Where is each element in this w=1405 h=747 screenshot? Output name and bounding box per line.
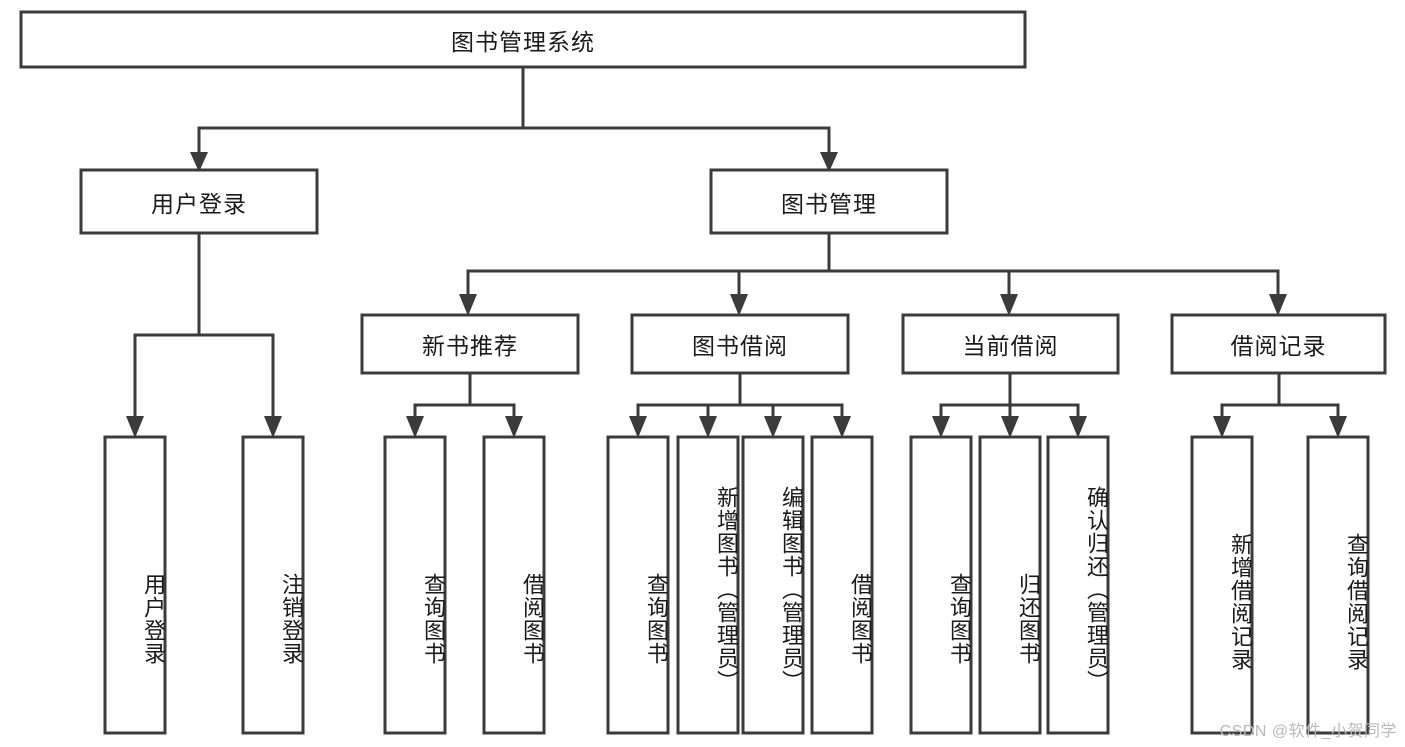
node-box-book-mgmt[interactable] (709, 168, 949, 235)
node-box-root[interactable] (19, 10, 1027, 69)
arrow-head-icon (833, 416, 851, 438)
node-box-borrow-record[interactable] (1170, 313, 1387, 375)
arrow-head-icon (1329, 416, 1347, 438)
leaf-box-user-login-0[interactable] (103, 435, 167, 735)
leaf-box-book-borrow-1[interactable] (676, 435, 740, 735)
connector-group-user-login (126, 231, 282, 438)
leaf-box-borrow-record-0[interactable] (1190, 435, 1254, 735)
leaf-box-user-login-1[interactable] (241, 435, 305, 735)
arrow-head-icon (505, 416, 523, 438)
arrow-head-icon (820, 152, 838, 172)
connector-group-book-mgmt (459, 231, 1287, 316)
arrow-head-icon (264, 416, 282, 438)
arrow-head-icon (1001, 416, 1019, 438)
arrow-head-icon (1213, 416, 1231, 438)
leaf-box-new-book-1[interactable] (482, 435, 546, 735)
arrow-head-icon (1269, 294, 1287, 316)
arrow-head-icon (190, 152, 208, 172)
arrow-head-icon (459, 294, 477, 316)
connector-group-borrow-record (1213, 371, 1347, 438)
leaf-box-book-borrow-3[interactable] (810, 435, 874, 735)
csdn-watermark: CSDN @软件_小贺同学 (1219, 723, 1397, 740)
leaf-box-current-borrow-1[interactable] (978, 435, 1042, 735)
arrow-head-icon (406, 416, 424, 438)
leaf-box-current-borrow-2[interactable] (1046, 435, 1110, 735)
arrow-head-icon (730, 294, 748, 316)
leaf-box-borrow-record-1[interactable] (1306, 435, 1370, 735)
arrow-head-icon (126, 416, 144, 438)
node-box-new-book[interactable] (360, 313, 580, 375)
node-box-book-borrow[interactable] (630, 313, 850, 375)
connector-group-book-borrow (629, 371, 851, 438)
connector-group-new-book (406, 371, 523, 438)
arrow-head-icon (764, 416, 782, 438)
leaf-box-current-borrow-0[interactable] (909, 435, 973, 735)
leaf-box-new-book-0[interactable] (383, 435, 447, 735)
leaf-box-book-borrow-0[interactable] (606, 435, 670, 735)
arrow-head-icon (629, 416, 647, 438)
node-box-user-login[interactable] (79, 168, 319, 235)
connector-group-root (190, 65, 838, 172)
leaf-box-book-borrow-2[interactable] (741, 435, 805, 735)
connector-group-current-borrow (932, 371, 1087, 438)
node-box-current-borrow[interactable] (901, 313, 1120, 375)
arrow-head-icon (932, 416, 950, 438)
arrow-head-icon (699, 416, 717, 438)
arrow-head-icon (1069, 416, 1087, 438)
arrow-head-icon (1000, 294, 1018, 316)
